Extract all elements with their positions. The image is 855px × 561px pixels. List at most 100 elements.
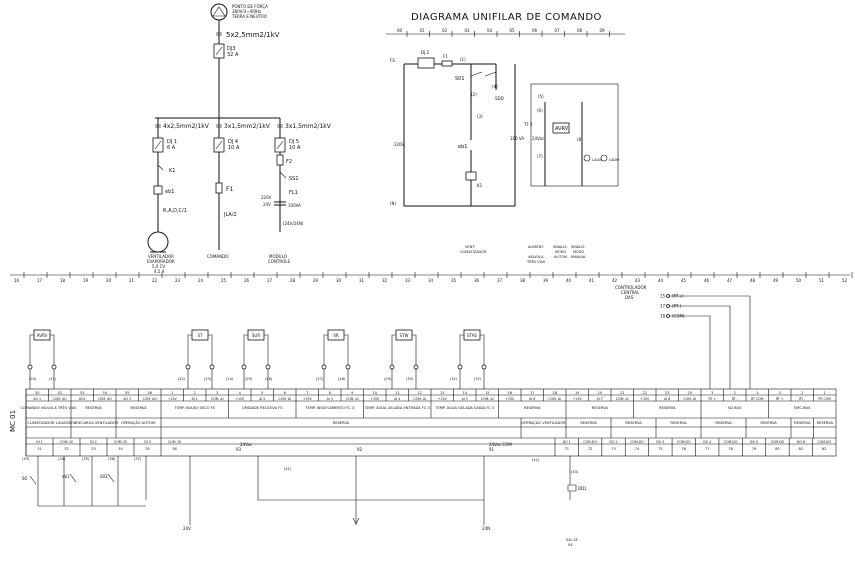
terminal-label: COM. AI <box>616 397 629 401</box>
lower-terminal-number: 32 <box>64 447 68 451</box>
fan-motor <box>147 231 169 253</box>
lower-terminal-label: COM. DI <box>60 440 73 444</box>
valve-actuator <box>552 122 570 134</box>
relay-coil-wiring <box>567 456 577 500</box>
terminal-number: 55 <box>125 391 129 395</box>
ruler-tick: 39 <box>543 278 549 283</box>
terminal-label: AO 3 <box>123 397 131 401</box>
control-overload: eb1 <box>458 144 467 150</box>
rail-wire-ref: (43) <box>571 470 579 474</box>
ctl-footer-8: AUTOM. <box>554 255 568 259</box>
field-device-terminal <box>265 364 271 370</box>
terminal-label: +15V <box>573 397 583 401</box>
lower-terminal-label: DI 1 <box>36 440 42 444</box>
field-device-terminal <box>185 364 191 370</box>
wire-ref: (27) <box>316 377 324 381</box>
field-device-wiring <box>391 334 417 365</box>
terminal-label: AI 1 <box>192 397 198 401</box>
di-wire-ref: (33) <box>22 457 30 461</box>
field-device-lead <box>243 369 269 389</box>
ctl-footer-10: MODO <box>573 250 584 254</box>
function-label: RESERVA <box>524 406 541 410</box>
field-device-label: ST <box>198 333 204 338</box>
modulo-label-2: CONTROLE <box>268 259 291 264</box>
wire-ref: (20) <box>29 377 37 381</box>
terminal-number: 2 <box>194 391 196 395</box>
motor-label-3: 5,0 CV <box>152 264 165 269</box>
terminal-number: 56 <box>148 391 152 395</box>
terminal-label: RT COM <box>819 397 832 401</box>
control-ruler-tick: 05 <box>510 28 516 33</box>
field-device-terminal <box>27 364 33 370</box>
ruler-tick: 47 <box>727 278 733 283</box>
bottom-24v: 24V <box>183 526 191 531</box>
branch1-contactor: K1 <box>169 168 175 174</box>
field-device-wiring <box>29 334 55 365</box>
ruler-tick: 21 <box>129 278 135 283</box>
ctl-footer-7: MODO <box>555 250 566 254</box>
field-device-terminal <box>241 364 247 370</box>
ruler-tick: 20 <box>106 278 112 283</box>
field-device-lead <box>391 369 417 389</box>
terminal-label: AI 2 <box>259 397 265 401</box>
ruler-tick: 49 <box>773 278 779 283</box>
bus-terminal <box>666 304 670 308</box>
bus-wire <box>669 305 731 389</box>
bus-wire <box>669 315 711 389</box>
ground-arrow <box>352 517 360 525</box>
bus-title-1: CONTROLADOR <box>615 285 647 290</box>
lower-terminal-label: DO 1 <box>563 440 571 444</box>
ruler-tick: 19 <box>83 278 89 283</box>
di-contact-label: S02 <box>100 474 108 479</box>
wire-ref: (25) <box>245 377 253 381</box>
main-cable-label: 5x2,5mm2/1kV <box>226 31 280 39</box>
ruler-tick: 30 <box>336 278 342 283</box>
field-device-terminal <box>457 364 463 370</box>
branch3-breaker-id: DJ 5 <box>289 139 299 145</box>
terminal-label: AI 6 <box>529 397 535 401</box>
bus-wiring: 15(RT+)17(RT-)18(COM) <box>660 294 751 389</box>
lower-terminal-number: 81 <box>799 447 803 451</box>
terminal-label: COM. AO <box>143 397 158 401</box>
relay-coil-label: DD1 <box>578 486 587 491</box>
lower-terminal-label: COM.DO <box>677 440 691 444</box>
ruler-tick: 43 <box>635 278 641 283</box>
wire-1: (1) <box>460 57 466 62</box>
ruler-tick: 45 <box>681 278 687 283</box>
branch1-breaker-id: DJ 1 <box>167 139 177 145</box>
main-breaker-id: DJ3 <box>227 46 236 52</box>
terminal-number: 2 <box>734 391 736 395</box>
terminal-label: COM. AI <box>278 397 291 401</box>
field-device-wiring <box>187 334 213 365</box>
field-device-lead <box>459 369 485 389</box>
terminal-label: AO 1 <box>33 397 41 401</box>
bus-number: 15 <box>660 294 666 299</box>
branch3-breaker-rating: 10 A <box>289 145 301 151</box>
corner-ref-1: S4L SF <box>566 538 578 542</box>
ruler-tick: 24 <box>198 278 204 283</box>
bus-number: 18 <box>660 314 666 319</box>
lamp-manual-label: LADM <box>609 158 619 162</box>
lamp-manual <box>600 154 608 162</box>
terminal-label: COM. AI <box>211 397 224 401</box>
branch3-cable: 3x1,5mm2/1kV <box>285 123 332 130</box>
plc-module-id: MC 01 <box>9 410 17 432</box>
field-device-lead <box>187 369 213 389</box>
bus-title-2: CENTRAL <box>621 290 640 295</box>
corner-ref-2: 04 <box>568 543 573 547</box>
function-label: RESERVA <box>659 406 676 410</box>
function-label: N2 BUS <box>728 406 742 410</box>
terminal-number: 22 <box>643 391 647 395</box>
wire-ref: (23) <box>204 377 212 381</box>
ruler-tick: 32 <box>382 278 388 283</box>
ruler-tick: 25 <box>221 278 227 283</box>
ctl-footer-1: VENT. <box>465 245 475 249</box>
lower-function-label: CLIMATIZADOR LIGADO <box>27 421 69 425</box>
terminal-number: 5 <box>261 391 263 395</box>
terminal-label: COM. AO <box>98 397 113 401</box>
lower-function-label: RESERVA <box>760 421 777 425</box>
terminal-number: 8 <box>329 391 331 395</box>
terminal-number: 24 <box>688 391 693 395</box>
